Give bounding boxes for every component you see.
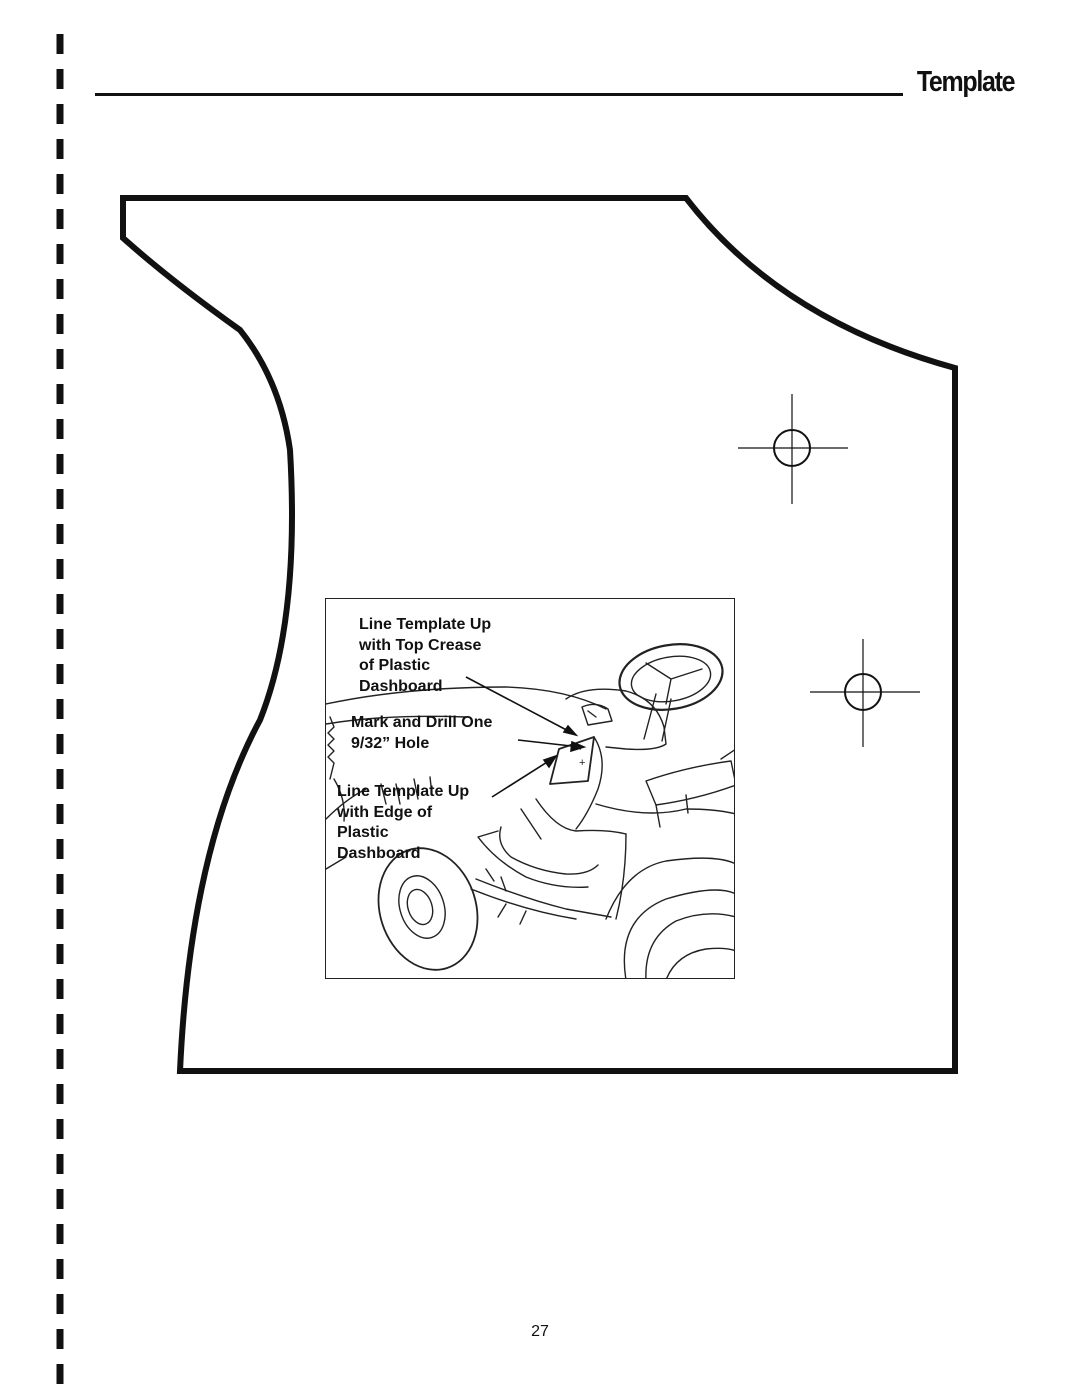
svg-text:+: +: [579, 757, 585, 769]
template-shape: [120, 195, 958, 1074]
page-title: Template: [916, 66, 1016, 98]
tractor-drawing: + +: [326, 643, 734, 978]
header-rule: [95, 93, 903, 96]
page-number: 27: [531, 1323, 549, 1340]
callout-drill-hole: Mark and Drill One 9/32” Hole: [351, 714, 493, 752]
cut-line: [56, 34, 64, 1397]
callout-edge: Line Template Up with Edge of Plastic Da…: [337, 783, 470, 862]
callout-top-crease: Line Template Up with Top Crease of Plas…: [359, 616, 492, 695]
drill-target-upper: [738, 394, 848, 504]
drill-target-lower: [810, 639, 920, 747]
install-illustration: + +: [325, 598, 735, 979]
